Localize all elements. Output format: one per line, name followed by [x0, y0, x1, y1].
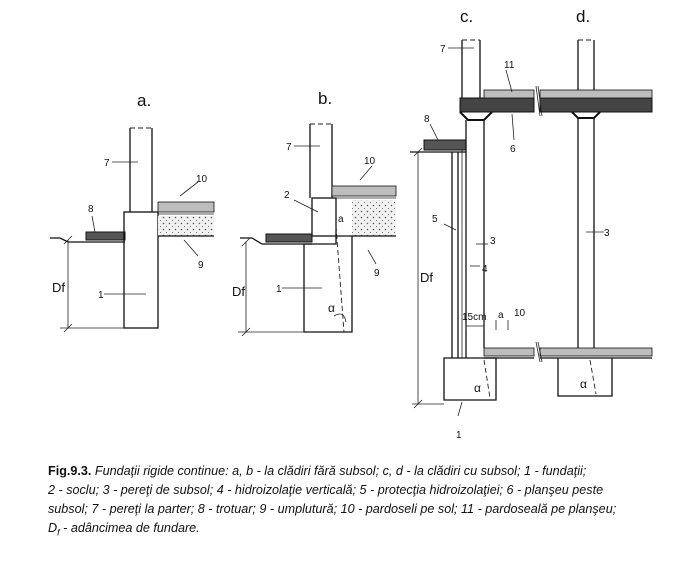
label-10-a: 10	[196, 174, 208, 185]
label-9-a: 9	[198, 260, 204, 271]
label-1-c: 1	[456, 430, 462, 441]
label-11-c: 11	[504, 60, 515, 71]
ground-line-a	[50, 237, 125, 243]
column-d	[577, 40, 595, 98]
floor-10-b	[331, 185, 397, 197]
slab-6-c	[459, 97, 535, 113]
caption-line-1: Fig.9.3. Fundaţii rigide continue: a, b …	[48, 462, 658, 481]
foundation-1-d	[557, 358, 613, 397]
df-label-b: Df	[232, 284, 245, 299]
fill-9-b	[352, 200, 396, 236]
foundation-1-a	[123, 211, 159, 329]
sidewalk-c	[423, 139, 467, 151]
panel-a-title: a.	[137, 91, 151, 110]
label-15cm-c: 15cm	[462, 312, 486, 323]
df-label-c: Df	[420, 270, 433, 285]
label-5-c: 5	[432, 214, 438, 225]
sidewalk-a	[85, 231, 126, 241]
foundation-1-c	[443, 357, 497, 401]
panel-d: d. α 3	[535, 7, 653, 397]
label-1-a: 1	[98, 290, 104, 301]
floor-11-d	[539, 89, 653, 99]
label-10-b: 10	[364, 156, 376, 167]
panel-c: c. Df 7 11 6 8 5 3	[410, 7, 535, 441]
label-6-c: 6	[510, 144, 516, 155]
floor-10-d	[539, 347, 653, 357]
basement-wall-3-d	[577, 118, 595, 350]
label-8-c: 8	[424, 114, 430, 125]
ground-line-b	[240, 237, 312, 245]
df-dimension-b	[238, 237, 304, 337]
panel-b-title: b.	[318, 89, 332, 108]
label-7-c: 7	[440, 44, 446, 55]
label-3-c: 3	[490, 236, 496, 247]
figure-caption: Fig.9.3. Fundaţii rigide continue: a, b …	[48, 462, 658, 543]
label-9-b: 9	[374, 268, 380, 279]
label-a-b: a	[338, 214, 344, 225]
df-dimension-c	[412, 147, 444, 409]
plinth-2-b	[311, 197, 337, 237]
panel-b: b. Df 7 10 2 a 9 1 α	[232, 89, 397, 337]
df-subscript: f	[57, 527, 60, 538]
floor-10-a	[157, 201, 215, 213]
wall-7-a	[129, 128, 153, 212]
figure-number: Fig.9.3.	[48, 464, 92, 478]
floor-11-c	[483, 89, 535, 99]
caption-text-1: Fundaţii rigide continue: a, b - la clăd…	[94, 464, 587, 478]
panel-a: a. Df 7 8 10 9 1	[50, 91, 215, 333]
label-4-c: 4	[482, 264, 488, 275]
caption-line-3: subsol; 7 - pereţi la parter; 8 - trotua…	[48, 502, 617, 516]
caption-text-4: - adâncimea de fundare.	[59, 521, 200, 535]
label-3-d: 3	[604, 228, 610, 239]
label-1-b: 1	[276, 284, 282, 295]
label-alpha-c: α	[474, 381, 481, 395]
caption-line-4: Df - adâncimea de fundare.	[48, 519, 658, 543]
sidewalk-b	[265, 233, 313, 243]
foundation-diagram: a. Df 7 8 10 9 1 b.	[50, 7, 653, 441]
label-alpha-d: α	[580, 377, 587, 391]
fill-9-a	[158, 216, 214, 236]
wall-7-b	[309, 124, 333, 198]
basement-wall-3-c	[465, 120, 485, 358]
label-2-b: 2	[284, 190, 290, 201]
panel-c-title: c.	[460, 7, 473, 26]
df-symbol: D	[48, 521, 58, 535]
protection-5-c	[451, 152, 459, 358]
label-a-c: a	[498, 310, 504, 321]
panel-d-title: d.	[576, 7, 590, 26]
df-label-a: Df	[52, 280, 65, 295]
label-7-a: 7	[104, 158, 110, 169]
floor-10-c	[483, 347, 535, 357]
df-dimension-a	[60, 235, 124, 333]
label-8-a: 8	[88, 204, 94, 215]
label-7-b: 7	[286, 142, 292, 153]
wall-7-c	[461, 40, 481, 98]
label-10-c: 10	[514, 308, 526, 319]
label-alpha-b: α	[328, 301, 335, 315]
caption-line-2: 2 - soclu; 3 - pereţi de subsol; 4 - hid…	[48, 483, 604, 497]
slab-6-d	[539, 97, 653, 113]
